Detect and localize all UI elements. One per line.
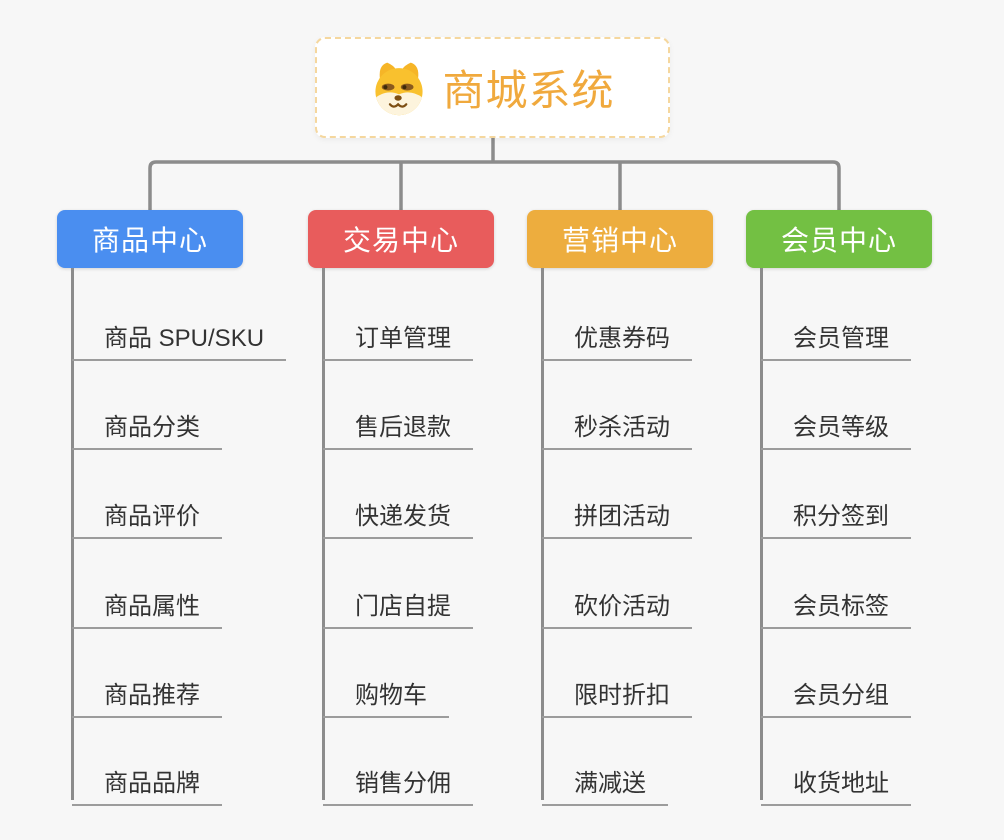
child-node[interactable]: 会员等级 xyxy=(761,398,911,450)
branch: 会员中心会员管理会员等级积分签到会员标签会员分组收货地址 xyxy=(746,210,932,810)
branch-trunk-line xyxy=(322,268,325,800)
child-node[interactable]: 秒杀活动 xyxy=(542,398,692,450)
branch-header[interactable]: 交易中心 xyxy=(308,210,494,268)
child-node[interactable]: 限时折扣 xyxy=(542,666,692,718)
child-node[interactable]: 拼团活动 xyxy=(542,487,692,539)
child-node[interactable]: 砍价活动 xyxy=(542,577,692,629)
child-node[interactable]: 商品推荐 xyxy=(72,666,222,718)
child-node[interactable]: 商品分类 xyxy=(72,398,222,450)
child-node[interactable]: 销售分佣 xyxy=(323,754,473,806)
child-node[interactable]: 会员标签 xyxy=(761,577,911,629)
child-node[interactable]: 会员管理 xyxy=(761,309,911,361)
child-node[interactable]: 购物车 xyxy=(323,666,449,718)
branch-header[interactable]: 商品中心 xyxy=(57,210,243,268)
child-node[interactable]: 订单管理 xyxy=(323,309,473,361)
child-node[interactable]: 门店自提 xyxy=(323,577,473,629)
child-node[interactable]: 商品品牌 xyxy=(72,754,222,806)
child-node[interactable]: 优惠券码 xyxy=(542,309,692,361)
child-node[interactable]: 满减送 xyxy=(542,754,668,806)
branch-header[interactable]: 营销中心 xyxy=(527,210,713,268)
child-node[interactable]: 收货地址 xyxy=(761,754,911,806)
branch: 交易中心订单管理售后退款快递发货门店自提购物车销售分佣 xyxy=(308,210,494,810)
branch: 营销中心优惠券码秒杀活动拼团活动砍价活动限时折扣满减送 xyxy=(527,210,713,810)
child-node[interactable]: 商品属性 xyxy=(72,577,222,629)
child-node[interactable]: 会员分组 xyxy=(761,666,911,718)
child-node[interactable]: 积分签到 xyxy=(761,487,911,539)
child-node[interactable]: 商品 SPU/SKU xyxy=(72,309,287,361)
branch-header[interactable]: 会员中心 xyxy=(746,210,932,268)
child-node[interactable]: 商品评价 xyxy=(72,487,222,539)
branch: 商品中心商品 SPU/SKU 商品分类商品评价商品属性商品推荐商品品牌 xyxy=(57,210,287,810)
branch-trunk-line xyxy=(760,268,763,800)
root-node-title: 商城系统 xyxy=(442,67,615,114)
child-node[interactable]: 快递发货 xyxy=(323,487,473,539)
child-node[interactable]: 售后退款 xyxy=(323,398,473,450)
branch-trunk-line xyxy=(541,268,544,800)
shiba-dog-icon xyxy=(375,62,424,115)
root-node[interactable]: 商城系统 xyxy=(315,37,670,138)
branch-trunk-line xyxy=(71,268,74,800)
